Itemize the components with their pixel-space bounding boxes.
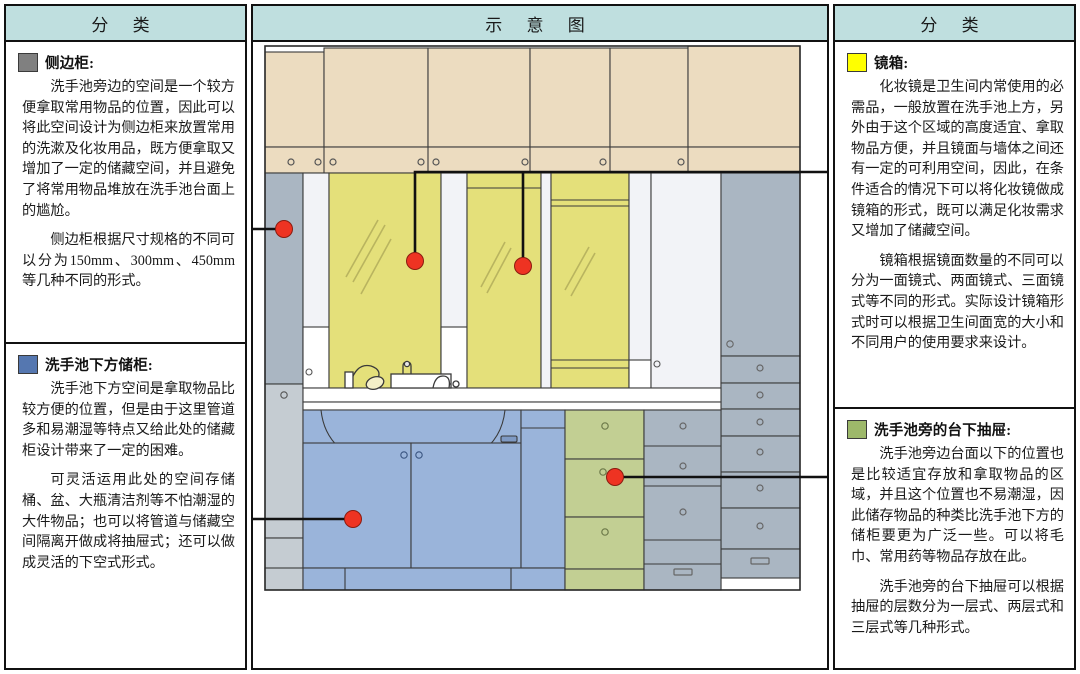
mirror-box-paragraph-1: 化妆镜是卫生间内常使用的必需品，一般放置在洗手池上方，另外由于这个区域的高度适宜… xyxy=(851,79,1064,240)
mirror-shine-right xyxy=(564,246,596,297)
callout-dot-mirror-box-1[interactable] xyxy=(406,252,424,270)
section-counter-drawer: 洗手池旁的台下抽屉: 洗手池旁边台面以下的位置也是比较适宜存放和拿取物品的区域，… xyxy=(835,407,1074,667)
callout-leaders xyxy=(253,162,827,521)
side-cabinet-body xyxy=(264,172,304,579)
vanity-elevation-svg xyxy=(253,45,827,591)
under-sink-cabinet-body xyxy=(264,409,722,591)
diagram-column-body xyxy=(253,42,827,668)
counter-drawer-title: 洗手池旁的台下抽屉: xyxy=(874,423,1012,439)
wall-cabinet-knobs xyxy=(287,158,685,166)
mirror-shine-left xyxy=(345,219,392,295)
mirror-box-title: 镜箱: xyxy=(874,56,909,72)
right-gray-drawer-stack xyxy=(720,355,801,579)
faucet-lever xyxy=(432,375,451,389)
diagram-column: 示 意 图 xyxy=(251,4,829,670)
side-cabinet-swatch-icon xyxy=(18,53,38,72)
counter-drawer-paragraph-1: 洗手池旁边台面以下的位置也是比较适宜存放和拿取物品的区域，并且这个位置也不易潮湿… xyxy=(851,446,1064,565)
mirror-shine-center xyxy=(480,241,512,294)
callout-dots xyxy=(275,220,624,528)
upper-wall-cabinets xyxy=(264,45,801,174)
mirror-box-swatch-icon xyxy=(847,53,867,72)
bathroom-vanity-diagram xyxy=(253,42,827,668)
left-column-body: 侧边柜: 洗手池旁边的空间是一个较方便拿取常用物品的位置，因此可以将此空间设计为… xyxy=(6,42,245,668)
side-cabinet-paragraph-2: 侧边柜根据尺寸规格的不同可以分为150mm、300mm、450mm等几种不同的形… xyxy=(22,232,235,290)
callout-dot-under-sink[interactable] xyxy=(344,510,362,528)
section-mirror-box: 镜箱: 化妆镜是卫生间内常使用的必需品，一般放置在洗手池上方，另外由于这个区域的… xyxy=(835,42,1074,407)
under-sink-cabinet-title: 洗手池下方储柜: xyxy=(45,358,153,374)
gray-drawer-knobs xyxy=(750,364,770,565)
counter-drawer-stack xyxy=(564,409,645,591)
mirror-box-paragraph-2: 镜箱根据镜面数量的不同可以分为一面镜式、两面镜式、三面镜式等不同的形式。实际设计… xyxy=(851,252,1064,352)
counter-drawer-heading: 洗手池旁的台下抽屉: xyxy=(847,419,1064,440)
side-cabinet-paragraph-1: 洗手池旁边的空间是一个较方便拿取常用物品的位置，因此可以将此空间设计为侧边柜来放… xyxy=(22,79,235,219)
right-column-header: 分 类 xyxy=(835,6,1074,42)
under-sink-cabinet-paragraph-2: 可灵活运用此处的空间存储桶、盆、大瓶清洁剂等不怕潮湿的大件物品；也可以将管道与储… xyxy=(22,472,235,571)
right-column-body: 镜箱: 化妆镜是卫生间内常使用的必需品，一般放置在洗手池上方，另外由于这个区域的… xyxy=(835,42,1074,668)
green-drawer-knobs xyxy=(599,422,609,536)
left-column-header: 分 类 xyxy=(6,6,245,42)
faucet-fixtures xyxy=(344,360,460,390)
side-cabinet-title: 侧边柜: xyxy=(45,56,95,72)
mirror-box-assembly xyxy=(302,172,801,389)
left-category-column: 分 类 侧边柜: 洗手池旁边的空间是一个较方便拿取常用物品的位置，因此可以将此空… xyxy=(4,4,247,670)
leader-mirror-box-1 xyxy=(413,162,827,261)
section-side-cabinet: 侧边柜: 洗手池旁边的空间是一个较方便拿取常用物品的位置，因此可以将此空间设计为… xyxy=(6,42,245,342)
under-sink-cabinet-heading: 洗手池下方储柜: xyxy=(18,354,235,375)
under-sink-cabinet-swatch-icon xyxy=(18,355,38,374)
diagram-column-header: 示 意 图 xyxy=(253,6,827,42)
mirror-box-heading: 镜箱: xyxy=(847,52,1064,73)
callout-dot-mirror-box-2[interactable] xyxy=(514,257,532,275)
under-sink-cabinet-paragraph-1: 洗手池下方空间是拿取物品比较方便的位置，但是由于这里管道多和易潮湿等特点又给此处… xyxy=(22,381,235,459)
callout-dot-side-cabinet[interactable] xyxy=(275,220,293,238)
side-cabinet-heading: 侧边柜: xyxy=(18,52,235,73)
counter-drawer-swatch-icon xyxy=(847,420,867,439)
counter-drawer-paragraph-2: 洗手池旁的台下抽屉可以根据抽屉的层数分为一层式、两层式和三层式等几种形式。 xyxy=(851,578,1064,636)
section-under-sink-cabinet: 洗手池下方储柜: 洗手池下方空间是拿取物品比较方便的位置，但是由于这里管道多和易… xyxy=(6,342,245,662)
countertop xyxy=(302,387,722,411)
right-category-column: 分 类 镜箱: 化妆镜是卫生间内常使用的必需品，一般放置在洗手池上方，另外由于这… xyxy=(833,4,1076,670)
callout-dot-counter-drawer[interactable] xyxy=(606,468,624,486)
